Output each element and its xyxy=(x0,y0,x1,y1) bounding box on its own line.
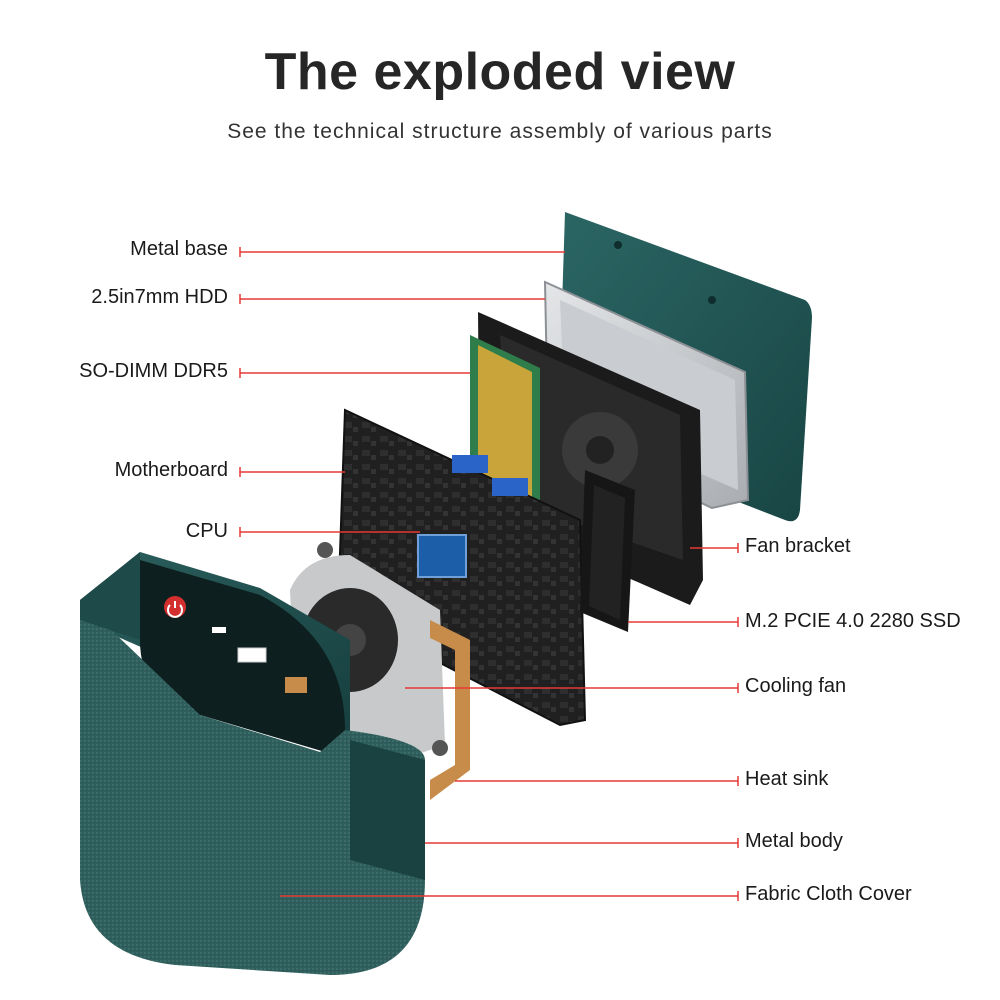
label-fabric-cover: Fabric Cloth Cover xyxy=(745,883,912,905)
label-heat-sink: Heat sink xyxy=(745,768,829,790)
label-ssd: M.2 PCIE 4.0 2280 SSD xyxy=(745,610,961,632)
label-sodimm: SO-DIMM DDR5 xyxy=(79,360,228,382)
motherboard-part xyxy=(336,408,587,727)
label-motherboard: Motherboard xyxy=(114,459,228,481)
label-metal-body: Metal body xyxy=(745,830,843,852)
ssd-part xyxy=(580,470,635,632)
page-subtitle: See the technical structure assembly of … xyxy=(227,120,773,143)
label-hdd: 2.5in7mm HDD xyxy=(91,286,228,308)
page-title: The exploded view xyxy=(264,43,736,101)
metal-body-part xyxy=(80,552,425,975)
heat-sink-part xyxy=(430,620,470,800)
label-cooling-fan: Cooling fan xyxy=(745,675,847,697)
leader-lines xyxy=(240,251,738,897)
label-fan-bracket: Fan bracket xyxy=(745,535,851,557)
label-metal-base: Metal base xyxy=(130,238,228,260)
label-cpu: CPU xyxy=(185,520,228,542)
